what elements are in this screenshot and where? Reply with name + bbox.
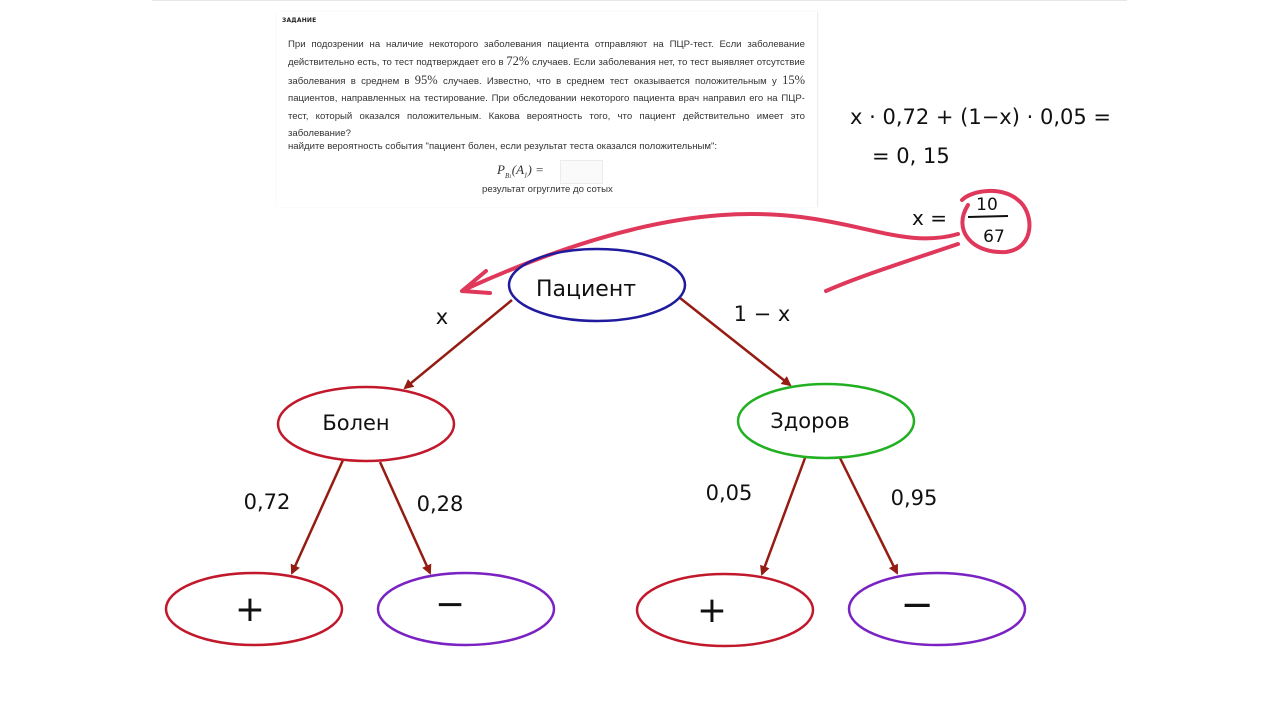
branch-root-to-sick	[403, 299, 513, 390]
prob-sick-minus: 0,28	[417, 492, 464, 516]
node-healthy-minus	[847, 571, 1027, 647]
x-denominator: 67	[983, 227, 1005, 247]
x-result-prefix: x =	[912, 206, 947, 230]
task-text-part-1: При подозрении на наличие некоторого заб…	[288, 39, 805, 69]
answer-circle	[960, 188, 1032, 255]
edge-label-1-minus-x: 1 − x	[734, 302, 791, 326]
node-sick-plus	[164, 571, 344, 647]
x-numerator: 10	[976, 195, 998, 215]
edge-label-x: x	[436, 305, 448, 329]
answer-input[interactable]	[560, 160, 603, 184]
probability-formula: PB1(A1) =	[497, 162, 544, 180]
node-sick	[276, 385, 456, 463]
formula-arg: (A	[511, 162, 525, 177]
top-divider	[152, 0, 1127, 1]
percent-95: 95%	[414, 72, 438, 87]
node-sick-minus	[376, 571, 556, 647]
branch-sick-to-minus	[378, 461, 432, 575]
formula-sub: B1	[504, 171, 512, 180]
formula-main: P	[497, 162, 505, 177]
node-healthy-plus	[635, 572, 815, 648]
branch-sick-to-plus	[290, 459, 345, 575]
node-patient	[507, 247, 687, 323]
node-healthy-plus-label: +	[697, 590, 727, 631]
node-healthy-minus-label: −	[900, 582, 934, 628]
prob-sick-plus: 0,72	[244, 490, 291, 514]
percent-72: 72%	[506, 54, 530, 69]
highlight-arrow-curve	[466, 211, 960, 290]
task-label: ЗАДАНИЕ	[282, 17, 317, 24]
task-text: При подозрении на наличие некоторого заб…	[288, 36, 805, 142]
equation-line-1: x · 0,72 + (1−x) · 0,05 =	[850, 105, 1111, 129]
fraction-bar	[967, 215, 1009, 218]
percent-15: 15%	[782, 72, 805, 87]
node-sick-label: Болен	[322, 411, 389, 435]
formula-tail: ) =	[527, 162, 544, 177]
node-patient-label: Пациент	[536, 277, 636, 302]
branch-healthy-to-plus	[760, 457, 807, 576]
rounding-note: результат огруглите до сотых	[482, 184, 613, 195]
equation-line-2: = 0, 15	[872, 144, 950, 168]
node-healthy	[736, 382, 916, 460]
formula-arg-sub: 1	[524, 171, 528, 180]
task-text-part-3: случаев. Известно, что в среднем тест ок…	[442, 75, 777, 87]
branch-healthy-to-minus	[838, 457, 899, 575]
highlight-tail	[824, 242, 960, 293]
question-text: найдите вероятность события "пациент бол…	[288, 141, 718, 152]
task-text-part-4: пациентов, направленных на тестирование.…	[288, 93, 805, 140]
node-sick-plus-label: +	[235, 589, 265, 630]
prob-healthy-minus: 0,95	[891, 486, 938, 510]
highlight-arrow-head	[460, 269, 492, 295]
node-sick-minus-label: −	[435, 584, 465, 625]
task-card: ЗАДАНИЕ При подозрении на наличие некото…	[277, 12, 818, 207]
prob-healthy-plus: 0,05	[706, 481, 753, 505]
task-text-part-2: случаев. Если заболевания нет, то тест в…	[288, 57, 806, 87]
node-healthy-label: Здоров	[770, 409, 849, 433]
branch-root-to-healthy	[679, 297, 792, 387]
